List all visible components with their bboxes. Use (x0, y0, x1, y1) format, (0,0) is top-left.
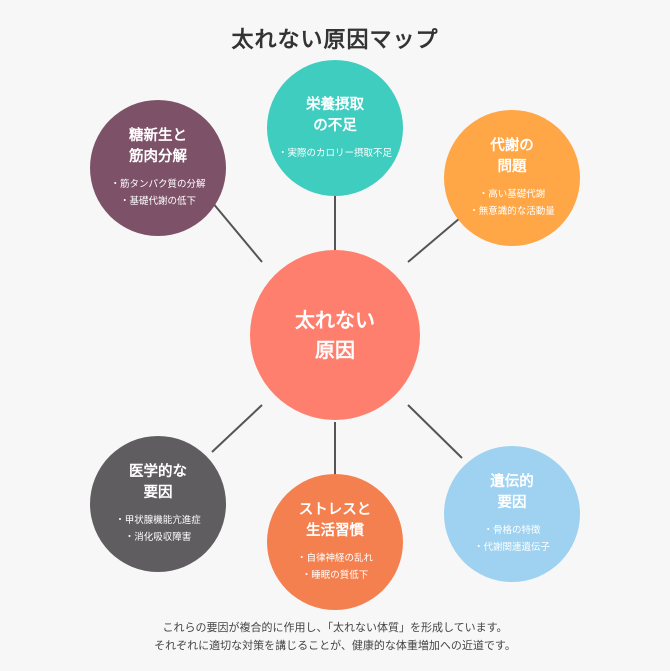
node-nutrition-title: 栄養摂取 の不足 (306, 96, 364, 134)
node-stress: ストレスと 生活習慣 ・自律神経の乱れ ・睡眠の質低下 (267, 474, 403, 610)
node-medical: 医学的な 要因 ・甲状腺機能亢進症 ・消化吸収障害 (90, 436, 226, 572)
node-center-title: 太れない 原因 (295, 308, 375, 362)
node-nutrition: 栄養摂取 の不足 ・実際のカロリー摂取不足 (267, 60, 403, 196)
connector-top-right (407, 217, 461, 263)
connector-bottom-right (407, 404, 463, 459)
node-genetic-details: ・骨格の特徴 ・代謝関連遺伝子 (473, 525, 550, 553)
connector-top-left (211, 201, 263, 263)
node-center: 太れない 原因 (250, 250, 420, 420)
node-stress-details: ・自律神経の乱れ ・睡眠の質低下 (296, 553, 373, 581)
node-metabolism-title: 代謝の 問題 (490, 138, 534, 175)
node-genetic-title: 遺伝的 要因 (490, 474, 534, 511)
footer-note: これらの要因が複合的に作用し、「太れない体質」を形成しています。 それぞれに適切… (0, 619, 670, 655)
node-genetic: 遺伝的 要因 ・骨格の特徴 ・代謝関連遺伝子 (444, 446, 580, 582)
node-stress-title: ストレスと 生活習慣 (298, 502, 372, 539)
node-nutrition-details: ・実際のカロリー摂取不足 (277, 147, 392, 159)
node-metabolism-details: ・高い基礎代謝 ・無意識的な活動量 (469, 189, 555, 217)
node-medical-details: ・甲状腺機能亢進症 ・消化吸収障害 (115, 515, 201, 543)
node-metabolism: 代謝の 問題 ・高い基礎代謝 ・無意識的な活動量 (444, 110, 580, 246)
page-title: 太れない原因マップ (231, 28, 439, 53)
connector-bottom-left (211, 404, 263, 453)
node-gluconeogenesis: 糖新生と 筋肉分解 ・筋タンパク質の分解 ・基礎代謝の低下 (90, 100, 226, 236)
footer-line-2: それぞれに適切な対策を講じることが、健康的な体重増加への近道です。 (154, 639, 516, 652)
node-medical-title: 医学的な 要因 (129, 464, 187, 501)
footer-line-1: これらの要因が複合的に作用し、「太れない体質」を形成しています。 (162, 621, 508, 634)
node-gluconeogenesis-details: ・筋タンパク質の分解 ・基礎代謝の低下 (110, 179, 206, 207)
node-gluconeogenesis-title: 糖新生と 筋肉分解 (129, 128, 187, 165)
